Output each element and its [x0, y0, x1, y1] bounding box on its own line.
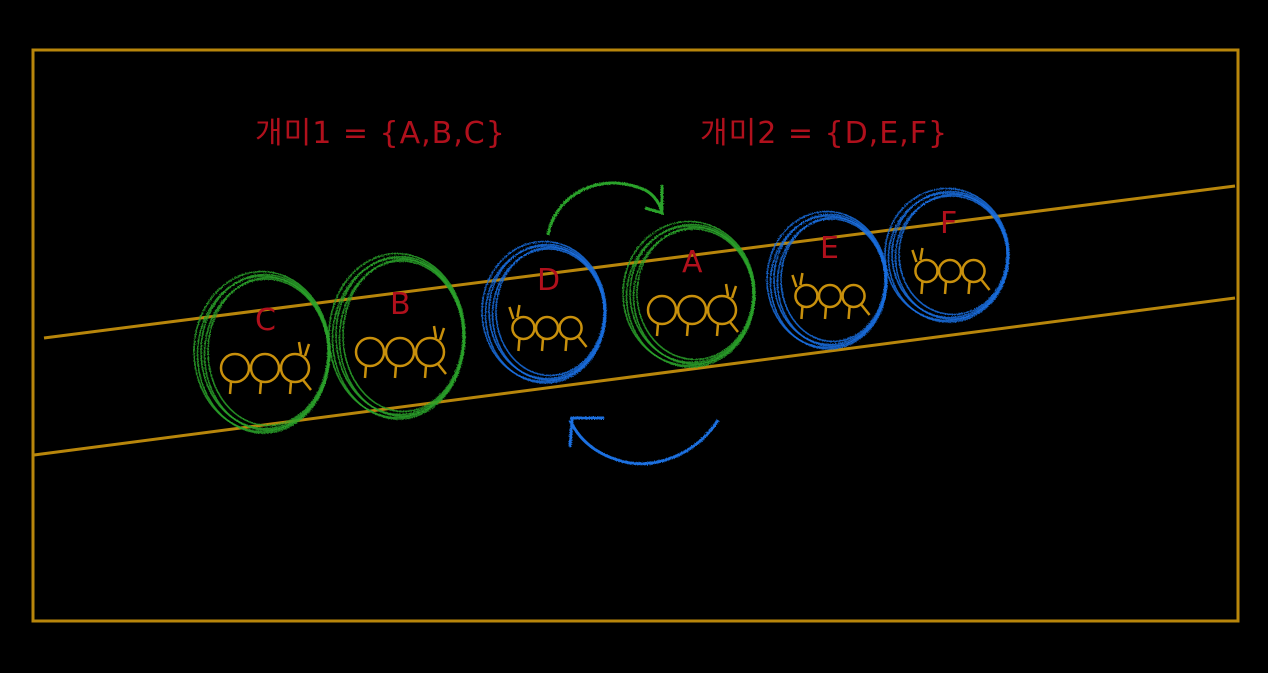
ant-c: C — [193, 270, 331, 434]
scribble-circle — [884, 187, 1010, 323]
scribble-circle — [481, 240, 607, 384]
ant-icon — [508, 304, 588, 352]
scribble-circle — [622, 220, 756, 368]
ant-label: E — [820, 231, 839, 266]
ant-b: B — [328, 252, 466, 420]
set-label-group1: 개미1 = {A,B,C} — [255, 116, 506, 151]
ant-icon — [219, 341, 312, 395]
frame-border — [31, 48, 1240, 623]
ant-f: F — [884, 187, 1010, 323]
ant-icon — [354, 325, 447, 379]
ant-a: A — [622, 220, 756, 368]
ant-label: F — [940, 206, 957, 241]
ant-d: D — [481, 240, 607, 384]
scribble-circle — [193, 270, 331, 434]
ant-icon — [646, 283, 739, 337]
ant-label: D — [537, 263, 560, 298]
ant-label: C — [255, 303, 276, 338]
scribble-circle — [766, 210, 888, 350]
ant-icon — [791, 272, 871, 320]
ant-label: A — [682, 245, 703, 280]
ant-icon — [911, 247, 991, 295]
ant-e: E — [766, 210, 888, 350]
ants-layer: C B D A E F — [193, 187, 1010, 434]
blue-swap-arrow — [568, 416, 720, 466]
path-bottom-line — [33, 296, 1236, 457]
scribble-circle — [328, 252, 466, 420]
set-label-group2: 개미2 = {D,E,F} — [700, 116, 948, 151]
green-swap-arrow — [546, 181, 664, 236]
path-top-line — [43, 184, 1236, 340]
ant-label: B — [390, 287, 411, 322]
